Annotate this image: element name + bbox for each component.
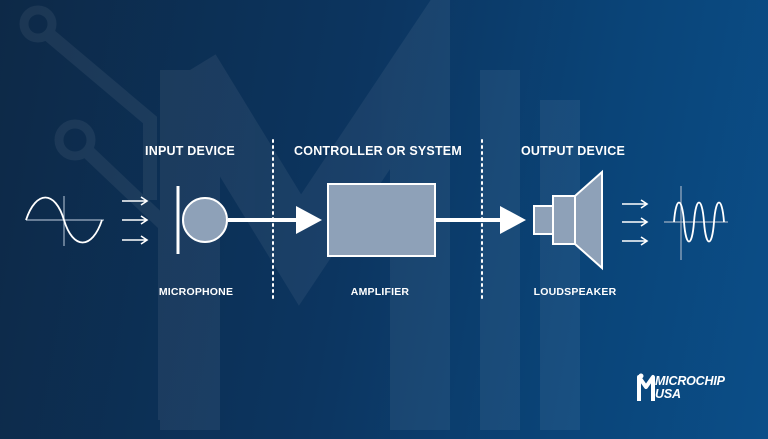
input-device-heading: INPUT DEVICE — [145, 144, 235, 158]
logo-text-line1: MICROCHIP — [655, 374, 725, 388]
controller-heading: CONTROLLER OR SYSTEM — [294, 144, 462, 158]
amplifier-label: AMPLIFIER — [350, 286, 410, 298]
sound-arrows-input-icon — [122, 196, 149, 245]
microchip-logo-icon — [637, 373, 655, 401]
sine-wave-output-icon — [664, 186, 728, 260]
output-device-heading: OUTPUT DEVICE — [521, 144, 625, 158]
loudspeaker-label: LOUDSPEAKER — [533, 286, 617, 298]
loudspeaker-icon — [533, 169, 603, 271]
sound-arrows-output-icon — [622, 199, 649, 246]
amplifier-box-icon — [327, 183, 436, 257]
logo-text-line2: USA — [655, 387, 681, 401]
microphone-label: MICROPHONE — [158, 286, 234, 298]
microchip-usa-logo: MICROCHIP USA — [637, 372, 737, 404]
arrow-amplifier-to-speaker — [435, 206, 526, 234]
arrow-mic-to-amplifier — [228, 206, 322, 234]
sine-wave-input-icon — [25, 196, 104, 246]
microphone-icon — [176, 186, 228, 254]
